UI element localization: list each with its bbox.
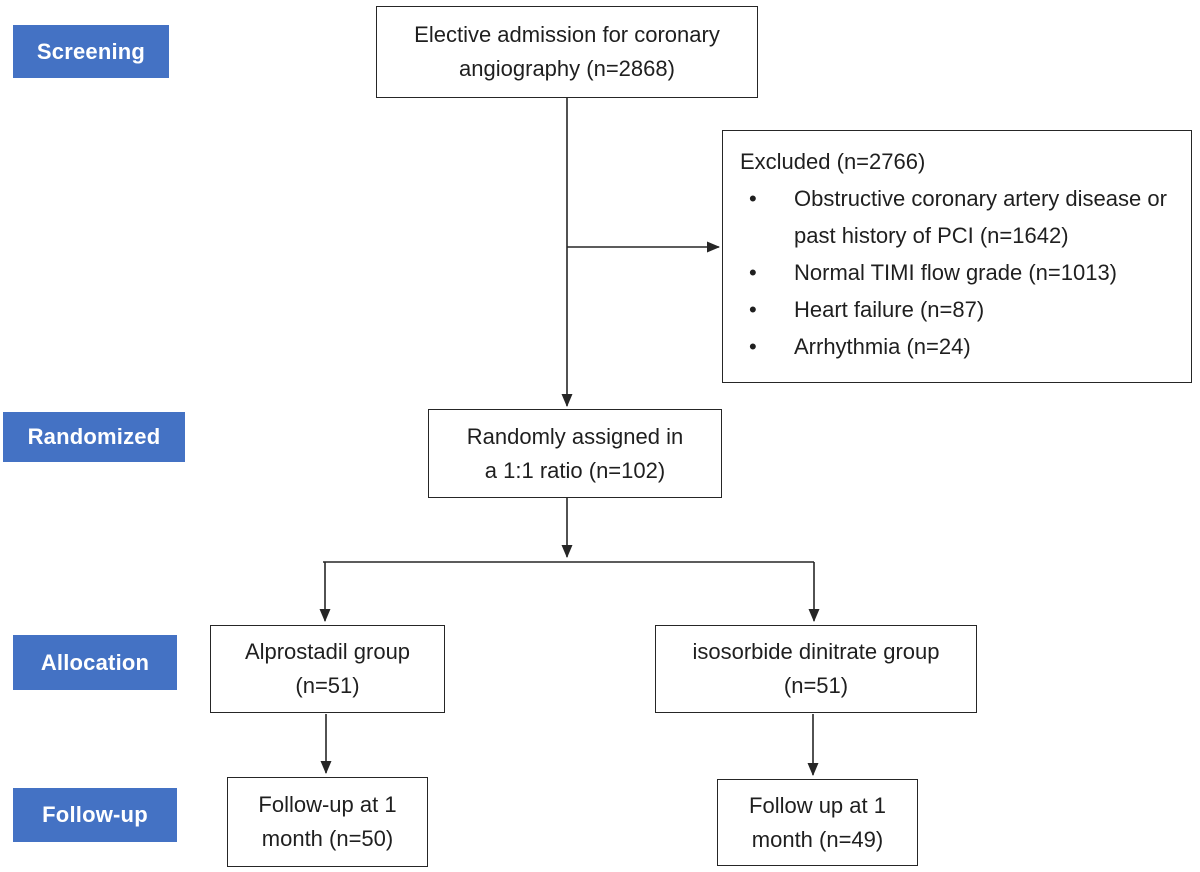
excluded-item-text: Heart failure (n=87) [794, 297, 985, 322]
admission-box-line2: angiography (n=2868) [459, 56, 675, 81]
randomized-box-line2: a 1:1 ratio (n=102) [484, 457, 666, 483]
followup-left-box: Follow-up at 1 month (n=50) [227, 777, 428, 867]
excluded-item-text: Obstructive coronary artery disease or p… [794, 186, 1167, 248]
followup-left-line2: month (n=50) [261, 826, 394, 851]
stage-label-screening: Screening [13, 25, 169, 78]
followup-right-line1: Follow up at 1 [749, 792, 886, 818]
excluded-item-row: • Arrhythmia (n=24) [740, 328, 1179, 365]
bullet-icon: • [749, 297, 757, 322]
stage-label-followup: Follow-up [13, 788, 177, 842]
followup-right-box: Follow up at 1 month (n=49) [717, 779, 918, 866]
followup-right-line2: month (n=49) [751, 826, 884, 852]
excluded-box: Excluded (n=2766) • Obstructive coronary… [722, 130, 1192, 383]
alprostadil-group-line1: Alprostadil group [244, 639, 411, 664]
alprostadil-group-line2: (n=51) [295, 673, 360, 698]
excluded-item-row: • Normal TIMI flow grade (n=1013) [740, 254, 1179, 291]
stage-label-randomized: Randomized [3, 412, 185, 462]
excluded-item-row: • Obstructive coronary artery disease or… [740, 180, 1179, 254]
alprostadil-group-box: Alprostadil group (n=51) [210, 625, 445, 713]
bullet-icon: • [749, 334, 757, 359]
bullet-icon: • [749, 186, 757, 211]
excluded-item-text: Arrhythmia (n=24) [794, 334, 971, 359]
randomized-box-line1: Randomly assigned in [466, 423, 684, 449]
isosorbide-group-line1: isosorbide dinitrate group [692, 639, 940, 664]
admission-box-line1: Elective admission for coronary [414, 22, 720, 47]
randomized-box: Randomly assigned in a 1:1 ratio (n=102) [428, 409, 722, 498]
isosorbide-group-box: isosorbide dinitrate group (n=51) [655, 625, 977, 713]
excluded-item-text: Normal TIMI flow grade (n=1013) [794, 260, 1118, 285]
isosorbide-group-line2: (n=51) [783, 673, 849, 698]
admission-box: Elective admission for coronary angiogra… [376, 6, 758, 98]
bullet-icon: • [749, 260, 757, 285]
stage-label-allocation: Allocation [13, 635, 177, 690]
excluded-title: Excluded (n=2766) [740, 149, 926, 174]
followup-left-line1: Follow-up at 1 [258, 792, 397, 817]
excluded-item-row: • Heart failure (n=87) [740, 291, 1179, 328]
